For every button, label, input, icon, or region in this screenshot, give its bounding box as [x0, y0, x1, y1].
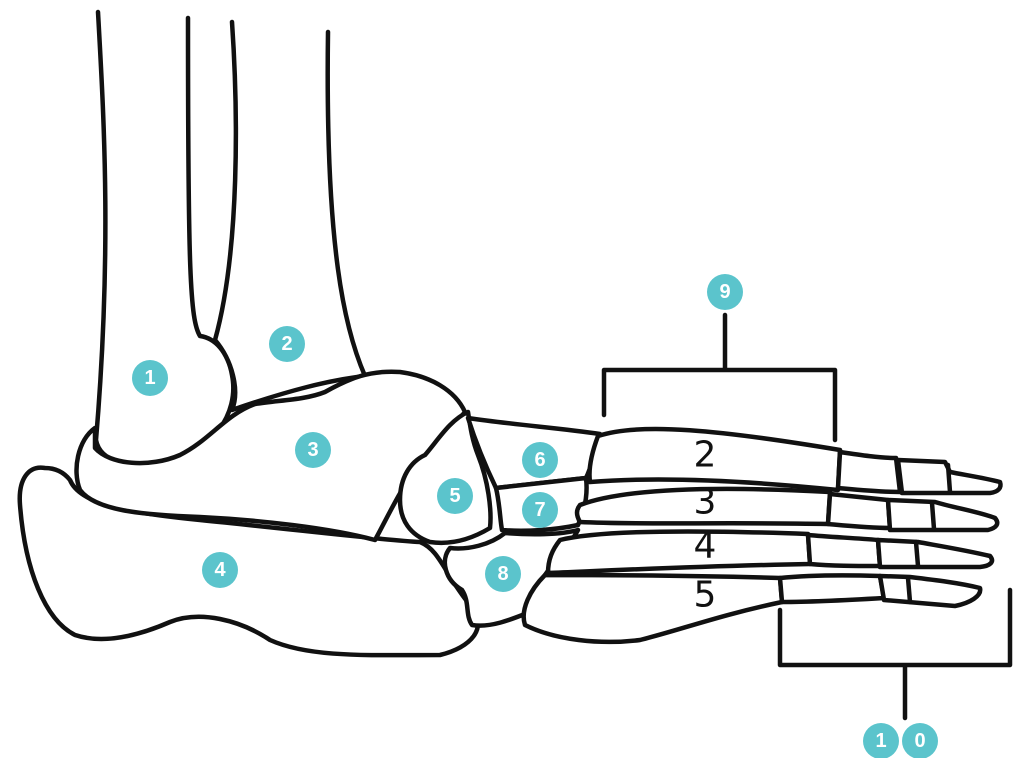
phalanx-2-joint — [948, 465, 950, 492]
phalanx-5-distal — [880, 576, 980, 606]
number-badge: 9 — [707, 274, 743, 310]
svg-text:4: 4 — [214, 559, 226, 581]
phalanges-bracket — [780, 590, 1010, 718]
phalanx-4-joint — [916, 542, 918, 566]
svg-text:1: 1 — [875, 730, 886, 752]
number-badge: 1 — [132, 360, 168, 396]
number-badge: 3 — [295, 432, 331, 468]
phalanx-5-joint — [908, 578, 910, 602]
number-badge: 2 — [269, 326, 305, 362]
svg-text:8: 8 — [497, 563, 508, 585]
svg-text:0: 0 — [914, 730, 925, 752]
phalanx-4-proximal — [808, 535, 880, 566]
metatarsal-number-label: 4 — [694, 526, 717, 567]
svg-text:6: 6 — [534, 449, 545, 471]
phalanx-3-distal — [888, 500, 997, 530]
phalanx-3-joint — [932, 503, 934, 529]
number-badge: 1 — [863, 723, 899, 758]
svg-text:3: 3 — [307, 439, 318, 461]
number-badge: 0 — [902, 723, 938, 758]
svg-text:2: 2 — [281, 333, 292, 355]
phalanx-4-distal — [878, 540, 992, 567]
svg-text:1: 1 — [144, 367, 155, 389]
number-badge: 6 — [522, 442, 558, 478]
number-badge: 5 — [437, 478, 473, 514]
metatarsal-4-bone — [548, 532, 810, 573]
svg-text:7: 7 — [534, 499, 545, 521]
number-badge: 8 — [485, 556, 521, 592]
svg-text:5: 5 — [449, 485, 460, 507]
metatarsal-5-bone — [524, 575, 782, 642]
number-badge: 7 — [522, 492, 558, 528]
metatarsals-bracket — [604, 315, 835, 440]
svg-text:9: 9 — [719, 281, 730, 303]
phalanx-3-proximal — [828, 494, 890, 528]
phalanx-2-proximal — [838, 452, 900, 492]
number-badge: 4 — [202, 552, 238, 588]
fibula-bone — [96, 12, 233, 465]
metatarsal-number-label: 3 — [694, 482, 717, 523]
metatarsal-number-label: 2 — [694, 435, 717, 476]
phalanx-5-proximal — [780, 575, 884, 602]
metatarsal-number-label: 5 — [694, 575, 717, 616]
